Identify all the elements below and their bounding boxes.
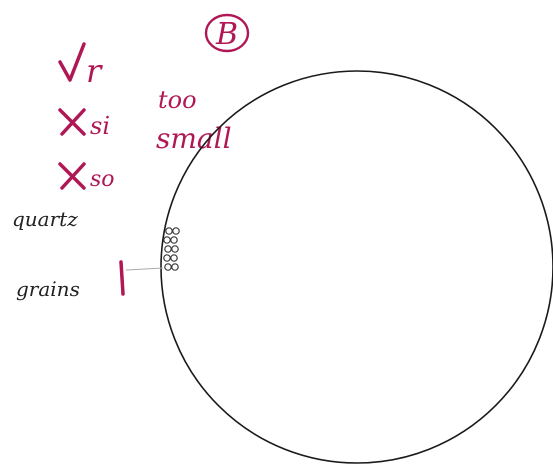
checklist-label-r: r: [86, 52, 103, 90]
checklist-item-r: r: [58, 42, 103, 90]
grain: [170, 254, 178, 262]
grain: [163, 236, 171, 244]
cross-mark-icon: [58, 162, 86, 190]
pointer-line: [125, 267, 164, 271]
side-label: quartz grains: [12, 207, 80, 301]
grain: [172, 227, 180, 235]
side-label-line-1: quartz: [12, 207, 78, 231]
check-mark-icon: [58, 42, 86, 82]
grain: [171, 263, 179, 271]
checklist-label-si: si: [90, 112, 110, 140]
checklist: r si so: [58, 42, 115, 192]
checklist-item-si: si: [58, 108, 110, 140]
checklist-label-so: so: [90, 167, 115, 192]
grain: [164, 245, 172, 253]
grain: [163, 254, 171, 262]
pointer: [119, 260, 164, 296]
checklist-item-so: so: [58, 162, 115, 192]
grain-cluster: [163, 227, 180, 271]
grain: [171, 245, 179, 253]
pointer-tick: [119, 260, 125, 296]
particle-outline: [160, 70, 553, 464]
grain: [170, 236, 178, 244]
side-label-line-2: grains: [16, 277, 80, 301]
grain: [164, 263, 172, 271]
panel-label-circle: [204, 13, 250, 53]
grain: [165, 227, 173, 235]
note-line-1: too: [158, 86, 197, 114]
panel-label-text: B: [215, 17, 238, 52]
note: too small: [156, 86, 232, 155]
cross-mark-icon: [58, 108, 86, 136]
panel-label: B: [204, 13, 250, 53]
